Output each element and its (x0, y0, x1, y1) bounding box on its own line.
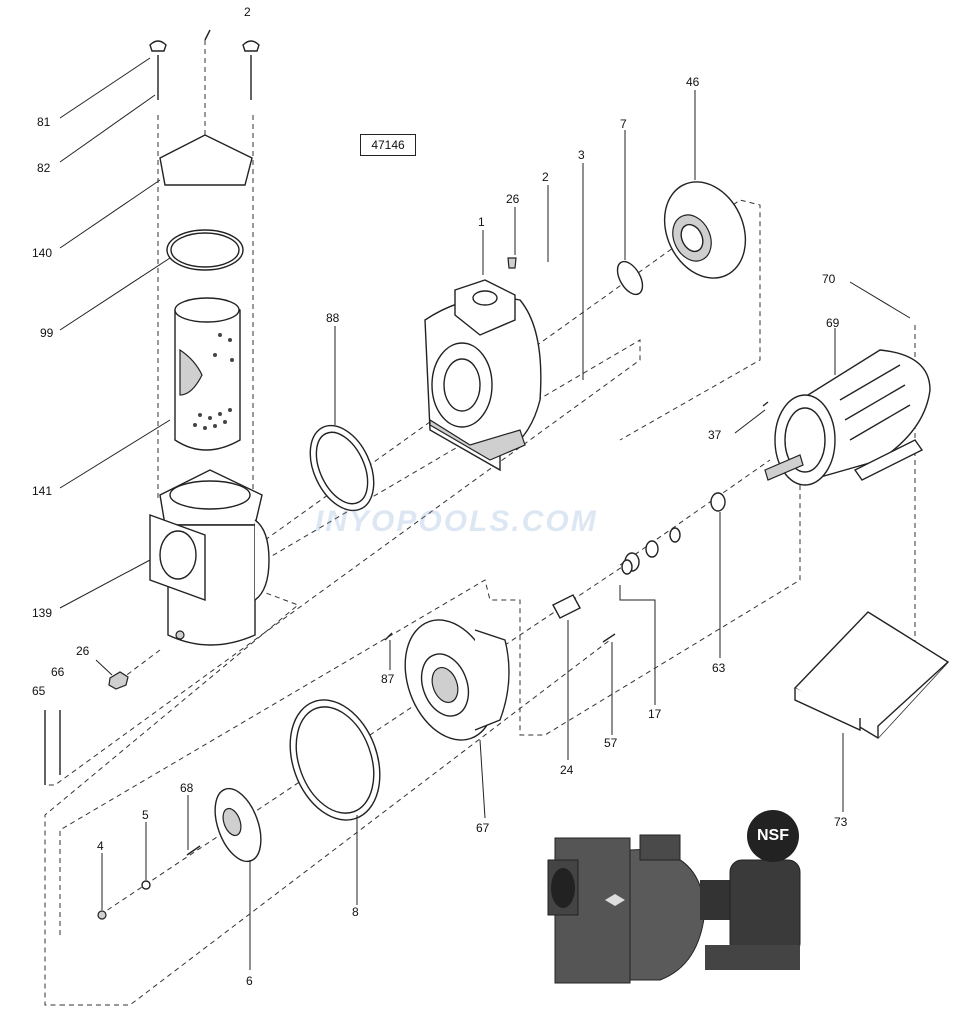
motor-69 (764, 349, 931, 486)
nsf-badge: NSF (747, 810, 799, 862)
callout-70: 70 (822, 272, 836, 286)
callout-69: 69 (826, 316, 840, 330)
strainer-lid-assembly (149, 40, 260, 271)
adapter-bracket-67 (384, 619, 510, 741)
callout-63: 63 (712, 661, 726, 675)
callout-2: 2 (542, 170, 549, 184)
callout-4: 4 (97, 839, 104, 853)
callout-73: 73 (834, 815, 848, 829)
callout-65: 65 (32, 684, 46, 698)
callout-1: 1 (478, 215, 485, 229)
callout-5: 5 (142, 808, 149, 822)
callout-26: 26 (76, 644, 90, 658)
callout-99: 99 (40, 326, 54, 340)
callout-46: 46 (686, 75, 700, 89)
seal-components (552, 401, 769, 643)
callout-81: 81 (37, 115, 51, 129)
leader-lines (59, 57, 911, 970)
callout-8: 8 (352, 905, 359, 919)
callout-26: 26 (506, 192, 520, 206)
drain-plug (44, 671, 129, 785)
callout-2: 2 (244, 5, 251, 19)
callout-87: 87 (381, 672, 395, 686)
callout-labels: 2 81 82 140 99 141 139 26 66 65 88 26 2 … (32, 5, 848, 988)
callout-17: 17 (648, 707, 662, 721)
assembled-pump-photo (547, 834, 801, 984)
callout-3: 3 (578, 148, 585, 162)
callout-57: 57 (604, 736, 618, 750)
watermark: INYOPOOLS.COM (315, 505, 598, 538)
strainer-housing (149, 469, 270, 646)
callout-66: 66 (51, 665, 65, 679)
volute-housing (424, 257, 542, 472)
o-ring-7 (616, 260, 644, 296)
callout-67: 67 (476, 821, 490, 835)
callout-6: 6 (246, 974, 253, 988)
callout-7: 7 (620, 117, 627, 131)
gasket-8-inner (295, 706, 375, 814)
callout-140: 140 (32, 246, 52, 260)
impeller-6 (214, 787, 262, 863)
gasket-88-inner (315, 431, 369, 505)
callout-88: 88 (326, 311, 340, 325)
callout-82: 82 (37, 161, 51, 175)
callout-68: 68 (180, 781, 194, 795)
motor-base-73 (793, 611, 950, 739)
callout-24: 24 (560, 763, 574, 777)
seal-plate-46 (663, 181, 747, 279)
callout-37: 37 (708, 428, 722, 442)
callout-139: 139 (32, 606, 52, 620)
catalog-number-box: 47146 (360, 134, 416, 156)
strainer-basket (174, 297, 241, 451)
callout-141: 141 (32, 484, 52, 498)
impeller-hardware (97, 29, 211, 920)
